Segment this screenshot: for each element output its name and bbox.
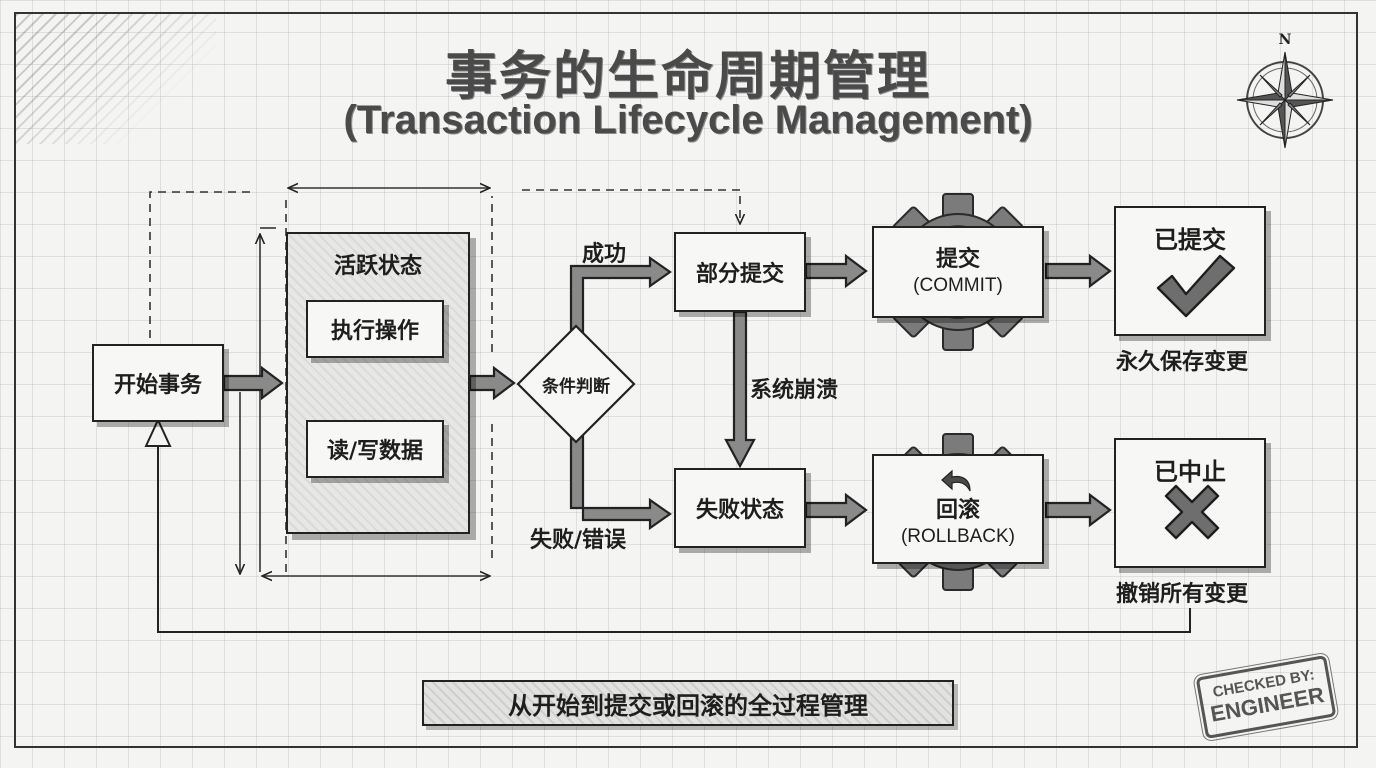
start-transaction-label: 开始事务 (113, 373, 202, 398)
rollback-label-en: (ROLLBACK) (900, 525, 1016, 547)
rollback-box: 回滚 (ROLLBACK) (872, 454, 1044, 564)
execute-operation-box: 执行操作 (306, 300, 444, 358)
failed-state-box: 失败状态 (674, 468, 806, 548)
execute-operation-label: 执行操作 (330, 319, 419, 344)
committed-caption: 永久保存变更 (1116, 350, 1249, 375)
read-write-data-label: 读/写数据 (326, 439, 424, 464)
failed-state-label: 失败状态 (695, 498, 784, 523)
committed-label: 已提交 (1154, 226, 1226, 254)
aborted-box: 已中止 (1114, 438, 1266, 568)
summary-banner-text: 从开始到提交或回滚的全过程管理 (508, 691, 868, 720)
aborted-label: 已中止 (1154, 458, 1226, 486)
title-english: (Transaction Lifecycle Management) (343, 98, 1033, 142)
page-frame (14, 12, 1358, 748)
cross-icon (1164, 484, 1220, 540)
commit-label-en: (COMMIT) (913, 274, 1003, 296)
partial-commit-box: 部分提交 (674, 232, 806, 312)
compass-rose-icon: N (1236, 32, 1334, 149)
aborted-caption: 撤销所有变更 (1116, 582, 1249, 607)
corner-hatching (16, 14, 216, 144)
commit-box: 提交 (COMMIT) (872, 226, 1044, 318)
undo-arrow-icon (941, 470, 971, 492)
rollback-label-cn: 回滚 (935, 498, 980, 524)
committed-box: 已提交 (1114, 206, 1266, 336)
condition-diamond (516, 324, 636, 444)
start-transaction-box: 开始事务 (92, 344, 224, 422)
condition-label: 条件判断 (542, 377, 610, 397)
partial-commit-label: 部分提交 (695, 262, 784, 287)
summary-banner: 从开始到提交或回滚的全过程管理 (422, 680, 954, 726)
commit-label-cn: 提交 (935, 247, 980, 273)
success-edge-label: 成功 (582, 242, 627, 267)
crash-edge-label: 系统崩溃 (750, 378, 839, 403)
active-state-label: 活跃状态 (333, 254, 422, 279)
checkmark-icon (1156, 254, 1236, 318)
active-state-box: 活跃状态 (286, 232, 470, 534)
failure-edge-label: 失败/错误 (530, 528, 627, 553)
compass-north-label: N (1279, 32, 1292, 48)
title-chinese: 事务的生命周期管理 (444, 47, 931, 107)
read-write-data-box: 读/写数据 (306, 420, 444, 478)
